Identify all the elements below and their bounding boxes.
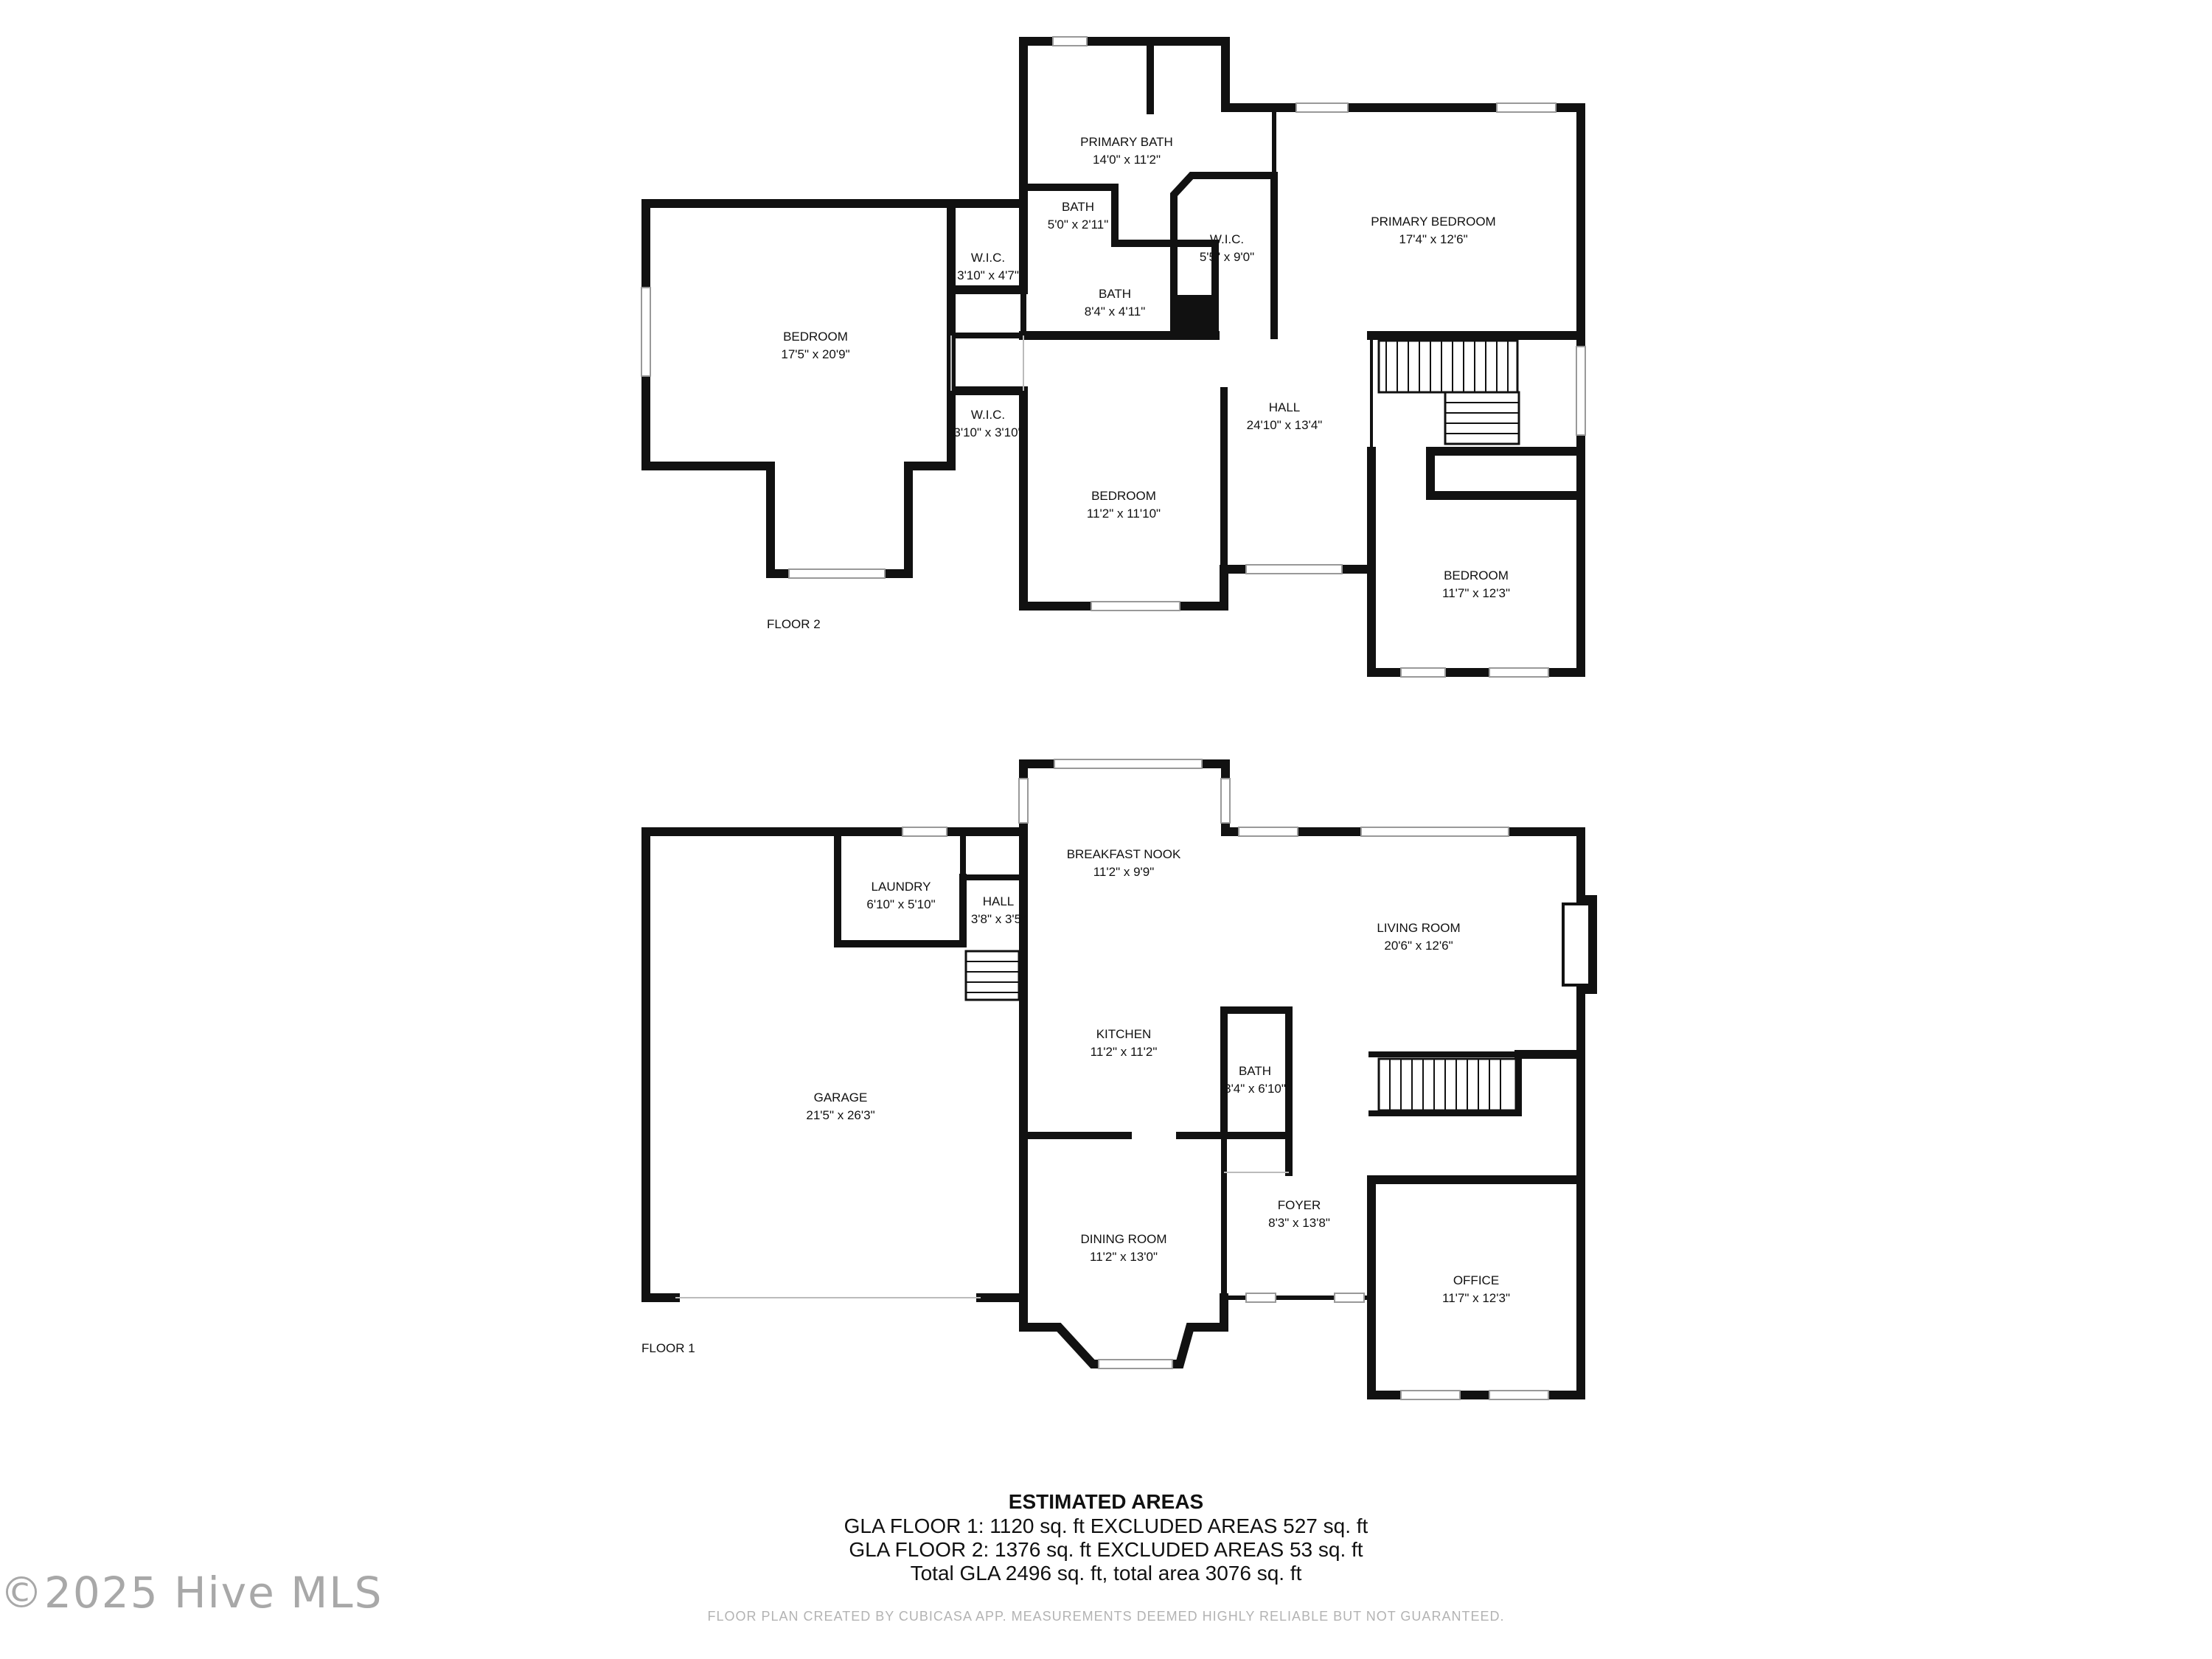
room-name-primary-bath: PRIMARY BATH bbox=[1080, 135, 1173, 149]
fireplace bbox=[1562, 902, 1593, 987]
room-size-primary-bath: 14'0" x 11'2" bbox=[1093, 153, 1161, 167]
estimated-areas: ESTIMATED AREAS GLA FLOOR 1: 1120 sq. ft… bbox=[0, 1489, 2212, 1585]
room-size-bedroom-right: 11'7" x 12'3" bbox=[1442, 586, 1510, 600]
room-name-bath-1: BATH bbox=[1239, 1064, 1271, 1078]
gla-floor-2: GLA FLOOR 2: 1376 sq. ft EXCLUDED AREAS … bbox=[849, 1538, 1363, 1561]
wic-primary-block bbox=[1174, 295, 1215, 335]
total-gla: Total GLA 2496 sq. ft, total area 3076 s… bbox=[910, 1562, 1302, 1585]
room-size-bedroom-left: 17'5" x 20'9" bbox=[781, 347, 849, 361]
room-name-wic-upper: W.I.C. bbox=[971, 251, 1005, 265]
bath-walls bbox=[1220, 1006, 1293, 1139]
gla-floor-1: GLA FLOOR 1: 1120 sq. ft EXCLUDED AREAS … bbox=[844, 1514, 1368, 1537]
room-size-bedroom-mid: 11'2" x 11'10" bbox=[1087, 507, 1161, 521]
room-name-office: OFFICE bbox=[1453, 1273, 1499, 1287]
floor-1-label: FLOOR 1 bbox=[641, 1341, 695, 1355]
kitchen-dining-wall bbox=[1020, 1132, 1293, 1176]
room-size-hall-1: 3'8" x 3'5" bbox=[971, 912, 1026, 926]
floor-2-windows bbox=[641, 36, 1586, 678]
room-name-bath-small: BATH bbox=[1062, 200, 1094, 214]
bath-small-walls bbox=[1020, 184, 1219, 339]
room-size-primary-bedroom: 17'4" x 12'6" bbox=[1399, 232, 1467, 246]
room-size-dining-room: 11'2" x 13'0" bbox=[1090, 1250, 1158, 1264]
room-name-bedroom-right: BEDROOM bbox=[1444, 568, 1509, 582]
floor-2-labels: BEDROOM 17'5" x 20'9" W.I.C. 3'10" x 4'7… bbox=[767, 135, 1510, 631]
room-name-wic-lower: W.I.C. bbox=[971, 408, 1005, 422]
room-size-living-room: 20'6" x 12'6" bbox=[1384, 939, 1453, 953]
room-name-kitchen: KITCHEN bbox=[1096, 1027, 1152, 1041]
room-size-bath-small: 5'0" x 2'11" bbox=[1048, 218, 1109, 232]
wic-upper-walls bbox=[947, 199, 1028, 294]
room-size-wic-primary: 5'5" x 9'0" bbox=[1200, 250, 1254, 264]
room-name-foyer: FOYER bbox=[1278, 1198, 1321, 1212]
room-size-kitchen: 11'2" x 11'2" bbox=[1091, 1045, 1158, 1059]
floor-2-stairs bbox=[1377, 339, 1520, 445]
estimated-areas-heading: ESTIMATED AREAS bbox=[1008, 1490, 1204, 1513]
dining-room-walls bbox=[1019, 1293, 1228, 1368]
room-name-hall-2: HALL bbox=[1269, 400, 1301, 414]
floor-1-windows bbox=[902, 759, 1549, 1400]
bedroom-left-walls bbox=[641, 199, 956, 578]
room-size-office: 11'7" x 12'3" bbox=[1442, 1291, 1510, 1305]
floor-1-stair-walls bbox=[1368, 1051, 1522, 1116]
floor-1-labels: GARAGE 21'5" x 26'3" LAUNDRY 6'10" x 5'1… bbox=[641, 847, 1510, 1355]
room-size-garage: 21'5" x 26'3" bbox=[806, 1108, 874, 1122]
room-name-living-room: LIVING ROOM bbox=[1377, 921, 1460, 935]
room-name-wic-primary: W.I.C. bbox=[1210, 232, 1244, 246]
floor-1-stairs bbox=[964, 950, 1517, 1112]
room-name-bedroom-mid: BEDROOM bbox=[1091, 489, 1156, 503]
office-walls bbox=[1367, 1175, 1585, 1399]
living-room-lower-wall bbox=[1514, 1050, 1585, 1184]
room-size-bath-mid: 8'4" x 4'11" bbox=[1085, 305, 1146, 319]
room-size-bath-1: 3'4" x 6'10" bbox=[1224, 1082, 1286, 1096]
room-size-breakfast-nook: 11'2" x 9'9" bbox=[1093, 865, 1155, 879]
copyright-watermark: ©2025 Hive MLS bbox=[0, 1568, 383, 1618]
hall-small-walls bbox=[960, 829, 1026, 880]
thin-lines bbox=[675, 335, 1289, 1298]
room-name-bedroom-left: BEDROOM bbox=[783, 330, 848, 344]
room-size-hall-2: 24'10" x 13'4" bbox=[1247, 418, 1323, 432]
closet-walls bbox=[948, 287, 1026, 338]
room-size-foyer: 8'3" x 13'8" bbox=[1268, 1216, 1330, 1230]
disclaimer-footer: FLOOR PLAN CREATED BY CUBICASA APP. MEAS… bbox=[707, 1609, 1505, 1624]
room-name-primary-bedroom: PRIMARY BEDROOM bbox=[1371, 215, 1495, 229]
bedroom-right-walls bbox=[1367, 447, 1585, 677]
room-size-wic-lower: 3'10" x 3'10" bbox=[953, 425, 1022, 439]
floor-1-plan bbox=[641, 759, 1597, 1399]
room-name-laundry: LAUNDRY bbox=[872, 880, 931, 894]
room-name-dining-room: DINING ROOM bbox=[1080, 1232, 1166, 1246]
room-name-hall-1: HALL bbox=[983, 894, 1015, 908]
living-room-right-wall bbox=[1576, 895, 1597, 1059]
primary-bedroom-walls bbox=[1270, 103, 1585, 340]
laundry-walls bbox=[834, 828, 967, 947]
room-size-wic-upper: 3'10" x 4'7" bbox=[957, 268, 1019, 282]
room-name-bath-mid: BATH bbox=[1099, 287, 1131, 301]
room-name-garage: GARAGE bbox=[814, 1091, 868, 1105]
floor-2-label: FLOOR 2 bbox=[767, 617, 821, 631]
room-name-breakfast-nook: BREAKFAST NOOK bbox=[1067, 847, 1181, 861]
primary-bath-walls bbox=[1019, 37, 1279, 208]
room-size-laundry: 6'10" x 5'10" bbox=[866, 897, 935, 911]
